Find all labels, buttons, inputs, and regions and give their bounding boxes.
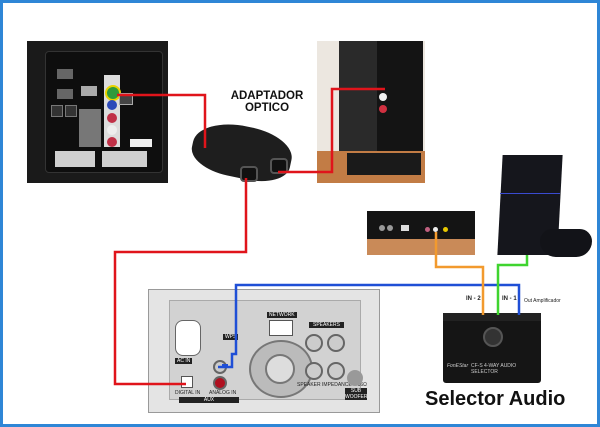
optical-cable-adapter-to-amplifier (113, 178, 248, 386)
decoder-image (367, 211, 475, 255)
selector-knob (483, 327, 503, 347)
in2-cable-decoder-to-selector (434, 232, 485, 315)
adapter-label-line2: OPTICO (244, 102, 290, 114)
analog-in-label: ANALOG IN (209, 390, 237, 396)
headphone-stand-image (317, 41, 425, 183)
speakers-label: SPEAKERS (309, 322, 344, 328)
audio-selector-image: FonEStar CF-S 4-WAY AUDIO SELECTOR (443, 313, 541, 383)
selector-in2-label: IN - 2 (466, 296, 481, 302)
analog-cable-amplifier-to-selector (218, 283, 521, 369)
selector-brand: FonEStar (447, 363, 469, 369)
adapter-label: ADAPTADOR OPTICO (222, 90, 312, 114)
tv-rear-panel-image (27, 41, 168, 183)
optical-cable-adapter-to-headphones (278, 87, 385, 174)
amplifier-rear-panel-image: AC IN WPS NETWORK SPEAKERS DIGITAL IN AN… (148, 289, 380, 413)
digital-in-label: DIGITAL IN (175, 390, 201, 396)
ps4-console-image (497, 155, 595, 265)
adapter-port-in (240, 166, 258, 182)
selector-out-label: Out Amplificador (524, 298, 561, 304)
selector-in1-label: IN - 1 (502, 296, 517, 302)
diagram-title: Selector Audio (425, 388, 566, 410)
aux-label: AUX (179, 397, 239, 403)
wps-label: WPS (223, 334, 239, 340)
ac-in-label: AC IN (175, 358, 193, 364)
subwoofer-label: SUB WOOFER (345, 388, 368, 400)
selector-device-text: CF-S 4-WAY AUDIO SELECTOR (471, 363, 517, 375)
speaker-impedance-label: SPEAKER IMPEDANCE 4-16Ω (297, 382, 367, 388)
optical-cable-tv-to-adapter (117, 93, 207, 148)
network-label: NETWORK (267, 312, 297, 318)
analog-in-red-jack (213, 376, 227, 390)
controller-image (540, 229, 592, 257)
adapter-label-line1: ADAPTADOR (230, 90, 304, 102)
in1-cable-ps4-to-selector (496, 255, 529, 315)
